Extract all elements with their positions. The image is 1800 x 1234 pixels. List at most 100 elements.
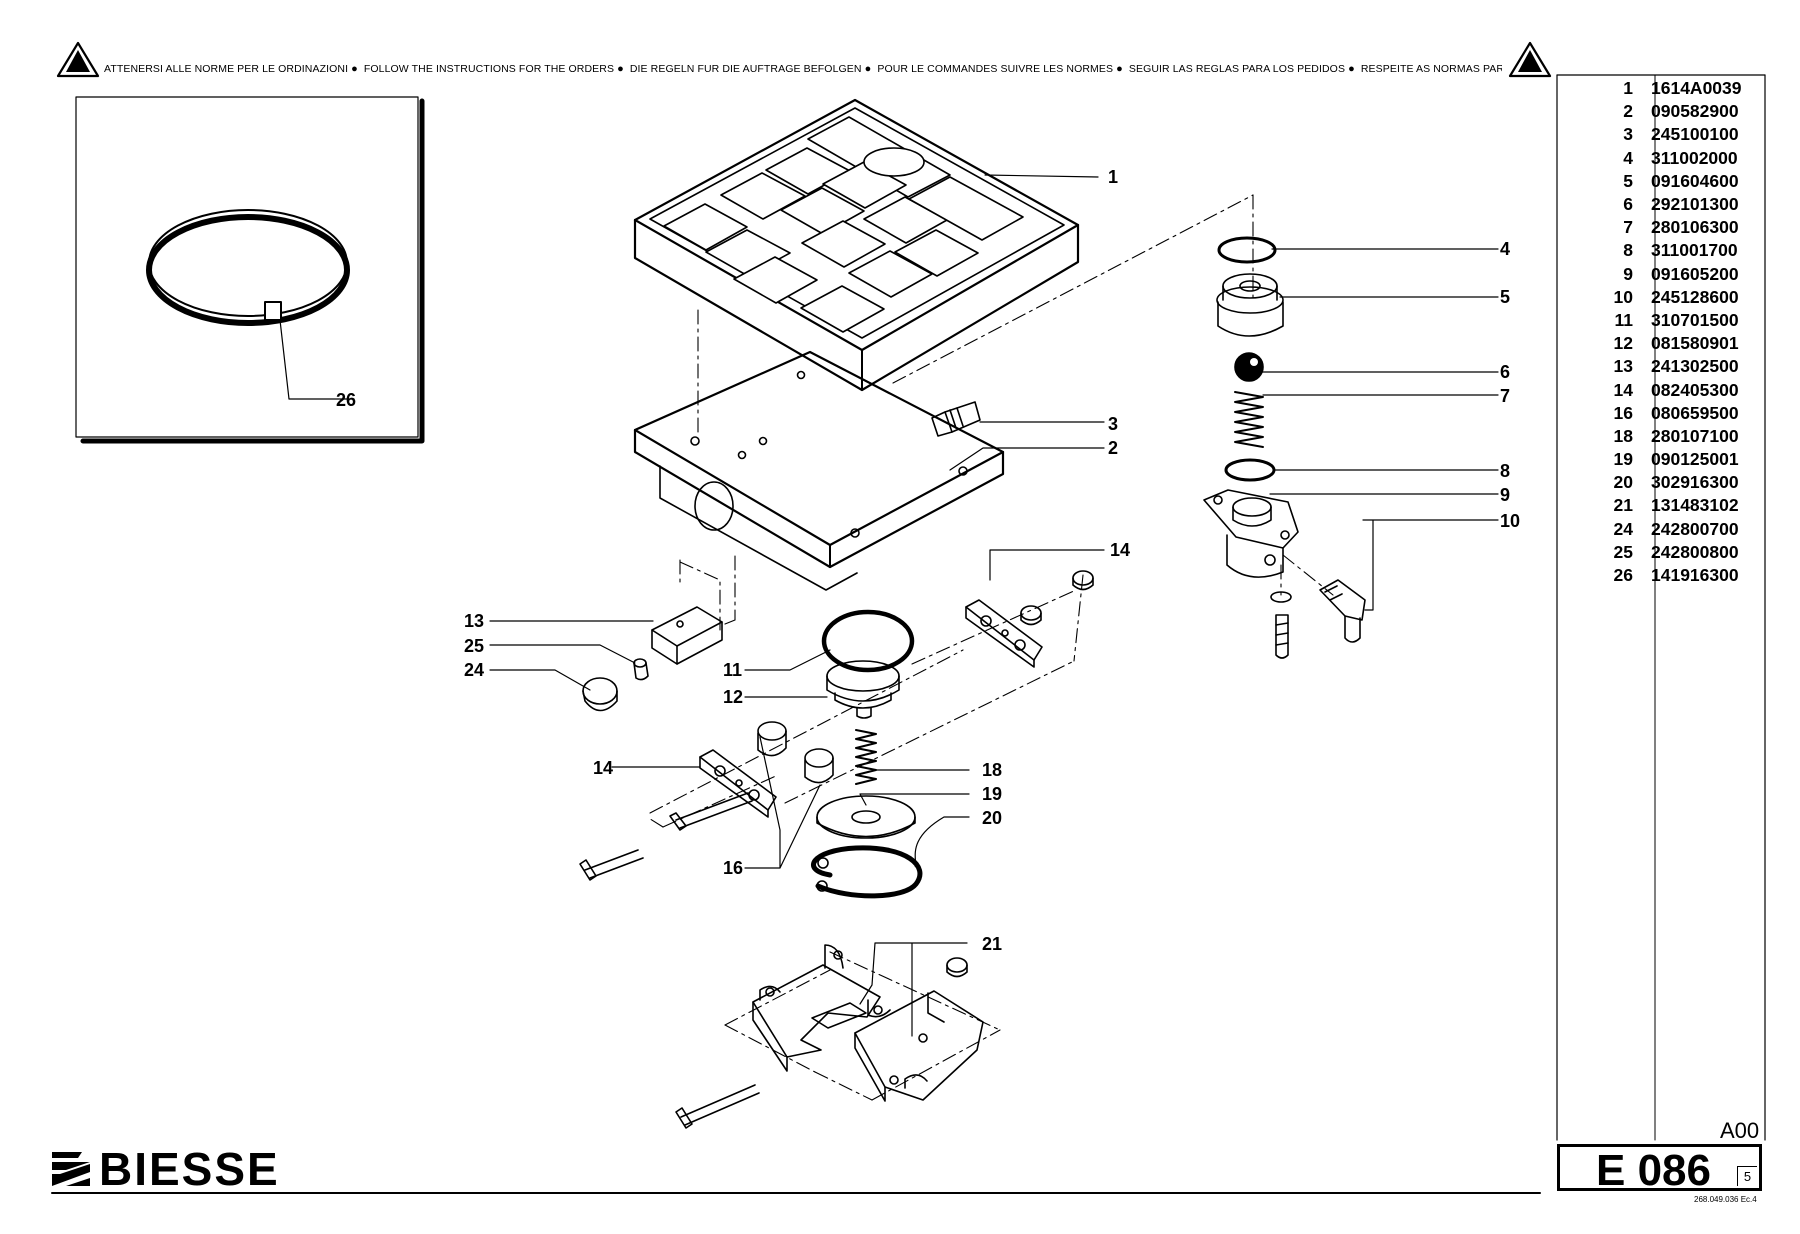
part-index: 10: [1613, 286, 1633, 307]
callout-11: 11: [723, 660, 742, 680]
parts-list-row: 10 245128600: [1557, 286, 1764, 309]
callout-24: 24: [464, 660, 484, 680]
part-code: 080659500: [1651, 402, 1739, 423]
parts-list-row: 16 080659500: [1557, 402, 1764, 425]
parts-list: 1 1614A0039 2 090582900 3 245100100 4 311002000…: [1557, 77, 1764, 587]
callout-19: 19: [982, 784, 1002, 804]
part-index: 9: [1623, 263, 1633, 284]
part-code: 242800800: [1651, 541, 1739, 562]
part-code: 091605200: [1651, 263, 1739, 284]
parts-list-row: 13 241302500: [1557, 355, 1764, 378]
instruction-it: ATTENERSI ALLE NORME PER LE ORDINAZIONI: [104, 63, 349, 75]
construction-lines: [646, 194, 1334, 1101]
spring-7: [1234, 391, 1264, 448]
part-index: 14: [1613, 379, 1633, 400]
part-index: 21: [1613, 495, 1633, 516]
part-code: 245100100: [1651, 124, 1739, 145]
part-index: 6: [1623, 194, 1633, 215]
parts-list-row: 9 091605200: [1557, 263, 1764, 286]
revision-label: A00: [1720, 1118, 1760, 1143]
elbow-fitting-10: [1319, 579, 1366, 643]
piston-12: [826, 660, 900, 719]
part-index: 4: [1623, 147, 1633, 168]
callout-12: 12: [723, 687, 743, 707]
callout-14-upper: 14: [1110, 540, 1130, 560]
document-reference: 268.049.036 Ec.4: [1694, 1195, 1757, 1204]
knob-24: [582, 677, 618, 712]
vacuum-pad-1: [633, 98, 1080, 392]
part-code: 245128600: [1651, 286, 1739, 307]
part-code: 310701500: [1651, 309, 1739, 330]
detail-inset-box: [75, 96, 425, 444]
parts-list-row: 5 091604600: [1557, 170, 1764, 193]
leader-lines: [279, 174, 1499, 1037]
parts-table-frame: [1556, 74, 1766, 1141]
part-index: 13: [1613, 356, 1633, 377]
sheet-number: 5: [1737, 1166, 1757, 1186]
biesse-logo-icon: [52, 1152, 90, 1186]
brand-name: BIESSE: [99, 1143, 280, 1195]
callout-6: 6: [1500, 362, 1510, 382]
part-index: 19: [1613, 449, 1633, 470]
mount-bracket-21: [752, 944, 984, 1102]
part-code: 311002000: [1651, 147, 1738, 168]
part-index: 2: [1623, 101, 1633, 122]
o-ring-4: [1217, 236, 1277, 264]
callout-2: 2: [1108, 438, 1118, 458]
part-index: 5: [1623, 170, 1633, 191]
parts-list-row: 25 242800800: [1557, 541, 1764, 564]
part-code: 090582900: [1651, 101, 1739, 122]
part-code: 091604600: [1651, 170, 1739, 191]
o-ring-8: [1224, 458, 1276, 482]
part-index: 7: [1623, 217, 1633, 238]
parts-list-row: 6 292101300: [1557, 193, 1764, 216]
small-nuts: [946, 570, 1094, 978]
callout-10: 10: [1500, 511, 1520, 531]
warning-triangle-icon: [1508, 41, 1552, 78]
part-index: 12: [1613, 333, 1633, 354]
callout-5: 5: [1500, 287, 1510, 307]
part-code: 241302500: [1651, 356, 1739, 377]
callout-8: 8: [1500, 461, 1510, 481]
callout-3: 3: [1108, 414, 1118, 434]
band-ring-26: [146, 209, 350, 326]
parts-list-row: 3 245100100: [1557, 123, 1764, 146]
instruction-fr: POUR LE COMMANDES SUIVRE LES NORMES: [877, 63, 1114, 75]
part-code: 280107100: [1651, 425, 1739, 446]
callout-20: 20: [982, 808, 1002, 828]
part-code: 1614A0039: [1651, 78, 1742, 99]
callout-4: 4: [1500, 239, 1510, 259]
part-code: 242800700: [1651, 518, 1739, 539]
parts-list-row: 1 1614A0039: [1557, 77, 1764, 100]
parts-list-row: 11 310701500: [1557, 309, 1764, 332]
callout-16: 16: [723, 858, 743, 878]
callout-25: 25: [464, 636, 484, 656]
fitting-3: [931, 401, 981, 437]
part-code: 292101300: [1651, 194, 1739, 215]
ball-6: [1234, 352, 1264, 382]
circlip-20: [811, 845, 923, 899]
part-index: 11: [1614, 309, 1634, 330]
part-code: 141916300: [1651, 565, 1739, 586]
base-block-2: [633, 350, 1005, 591]
order-instructions-banner: ATTENERSI ALLE NORME PER LE ORDINAZIONI●…: [104, 63, 1502, 75]
washer-19: [816, 795, 916, 839]
cap-screws: [579, 792, 760, 1129]
part-index: 3: [1623, 124, 1633, 145]
valve-seat-5: [1216, 273, 1284, 337]
part-index: 25: [1613, 541, 1633, 562]
sheet-code-box: E 086 5: [1557, 1144, 1762, 1195]
part-index: 16: [1613, 402, 1633, 423]
part-index: 18: [1613, 425, 1633, 446]
parts-list-row: 2 090582900: [1557, 100, 1764, 123]
callout-13: 13: [464, 611, 484, 631]
part-index: 1: [1623, 78, 1633, 99]
